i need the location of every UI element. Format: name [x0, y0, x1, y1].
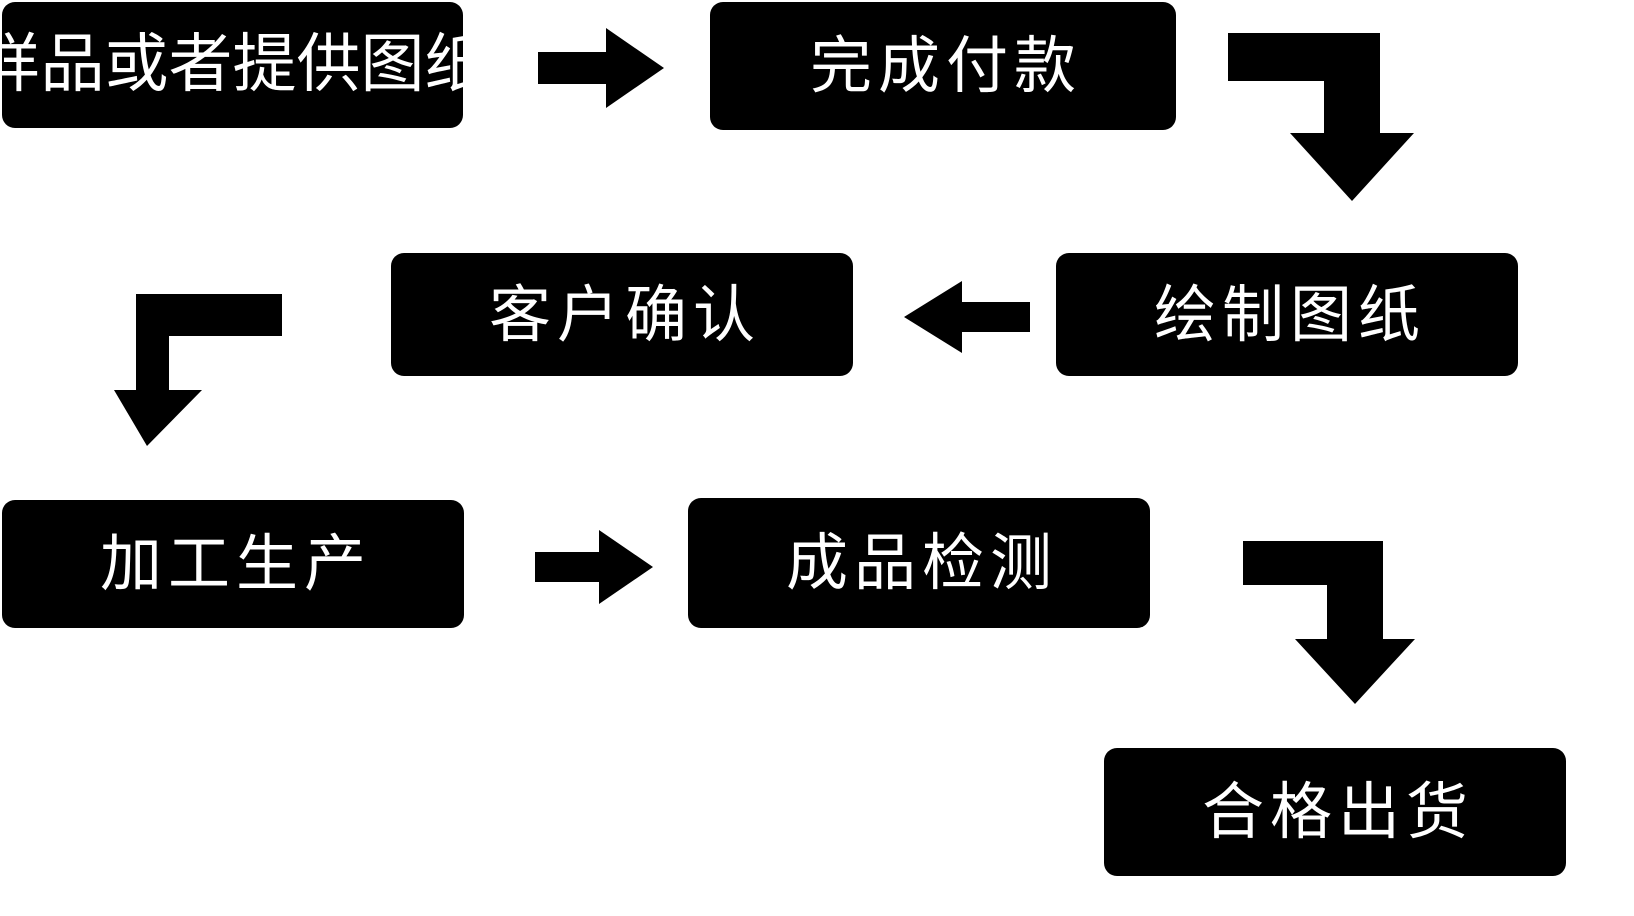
node-sample-drawing-label: 样品或者提供图纸 — [0, 28, 489, 102]
arrow-production-to-inspection — [535, 530, 653, 604]
node-draw-blueprint[interactable]: 绘制图纸 — [1056, 253, 1518, 376]
node-production[interactable]: 加工生产 — [2, 500, 464, 628]
arrow-right-icon — [538, 28, 664, 108]
node-complete-payment-label: 完成付款 — [809, 29, 1082, 102]
arrow-blueprint-to-confirm — [904, 281, 1030, 353]
arrow-left-icon — [904, 281, 1030, 353]
node-customer-confirm[interactable]: 客户确认 — [391, 253, 853, 376]
node-product-inspection[interactable]: 成品检测 — [688, 498, 1150, 628]
arrow-right-icon — [535, 530, 653, 604]
node-draw-blueprint-label: 绘制图纸 — [1153, 277, 1426, 351]
node-qualified-shipment[interactable]: 合格出货 — [1104, 748, 1566, 876]
arrow-payment-to-blueprint — [1228, 33, 1414, 201]
arrow-elbow-right-down-icon — [1243, 541, 1415, 704]
node-complete-payment[interactable]: 完成付款 — [710, 2, 1176, 130]
node-sample-drawing[interactable]: 样品或者提供图纸 — [0, 2, 489, 128]
node-product-inspection-label: 成品检测 — [785, 526, 1058, 599]
arrow-elbow-left-down-icon — [114, 294, 282, 446]
node-production-label: 加工生产 — [99, 527, 372, 600]
arrow-sample-to-payment — [538, 28, 664, 108]
arrow-inspection-to-shipment — [1243, 541, 1415, 704]
node-qualified-shipment-label: 合格出货 — [1201, 775, 1474, 848]
node-customer-confirm-label: 客户确认 — [488, 277, 761, 351]
arrow-elbow-right-down-icon — [1228, 33, 1414, 201]
arrow-confirm-to-production — [114, 294, 282, 446]
